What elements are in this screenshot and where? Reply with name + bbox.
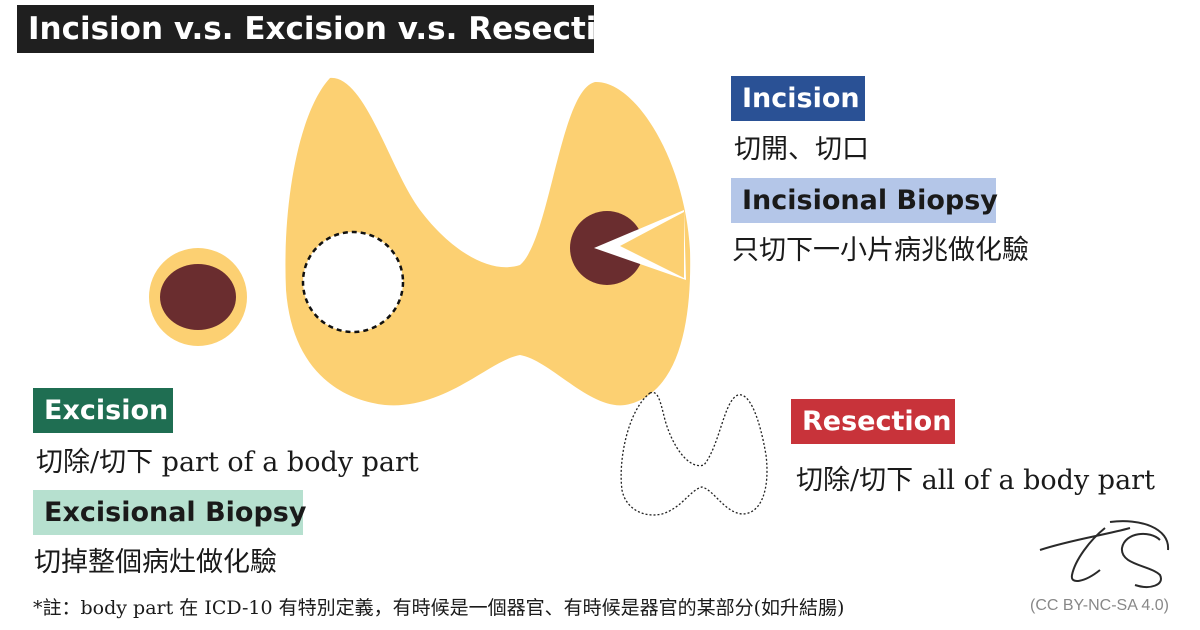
resection-description: 切除/切下 all of a body part	[796, 465, 1155, 496]
excisional-biopsy-description: 切掉整個病灶做化驗	[34, 547, 277, 578]
incision-wedge-fragment	[620, 212, 684, 278]
incision-label: Incision	[731, 76, 865, 121]
page-title: Incision v.s. Excision v.s. Resection	[17, 5, 640, 53]
license-text: (CC BY-NC-SA 4.0)	[1030, 597, 1169, 614]
footnote: *註：body part 在 ICD-10 有特別定義，有時候是一個器官、有時候…	[33, 597, 845, 619]
excision-description: 切除/切下 part of a body part	[36, 447, 419, 478]
resected-organ-outline	[620, 391, 768, 516]
excision-label: Excision	[33, 388, 173, 433]
signature-mark	[1039, 520, 1170, 588]
incision-description: 切開、切口	[734, 134, 869, 165]
excised-lesion	[160, 264, 236, 330]
organ-shape	[285, 77, 691, 406]
excision-hole	[301, 230, 405, 334]
resection-label: Resection	[791, 399, 955, 444]
incisional-biopsy-description: 只切下一小片病兆做化驗	[732, 235, 1029, 266]
incisional-biopsy-label: Incisional Biopsy	[731, 178, 998, 223]
excisional-biopsy-label: Excisional Biopsy	[33, 490, 306, 535]
